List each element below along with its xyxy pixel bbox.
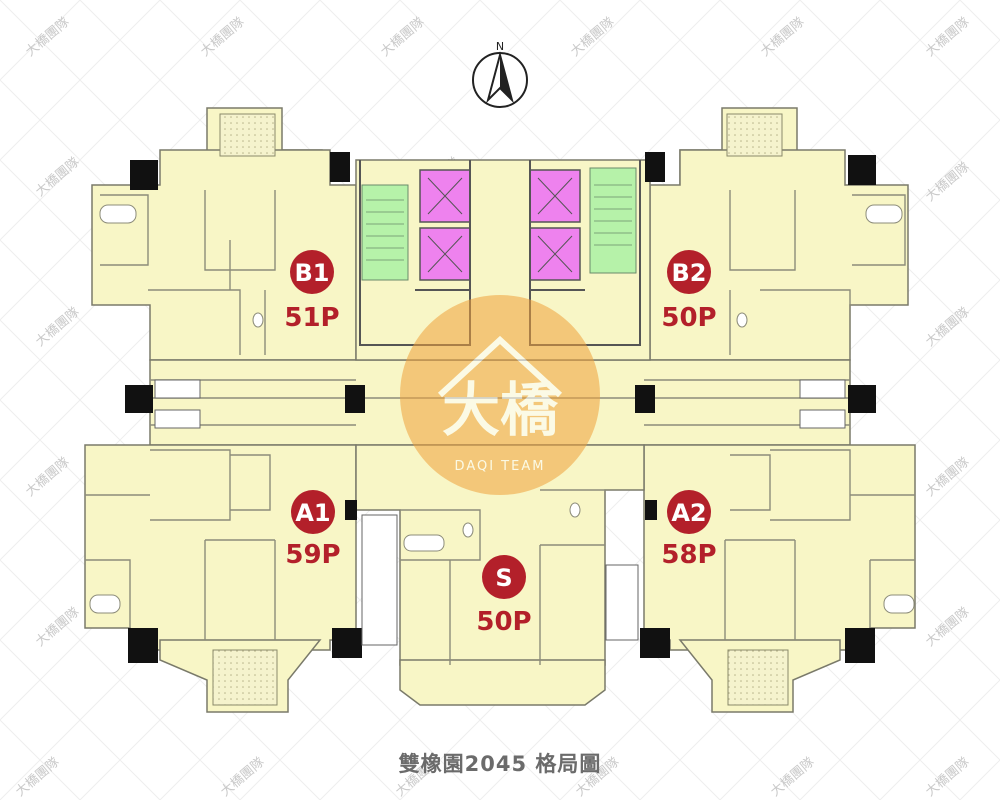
daqi-logo: 大橋 DAQI TEAM <box>400 295 600 495</box>
unit-name: B1 <box>295 259 330 287</box>
structural-column <box>345 385 365 413</box>
columns <box>125 152 876 663</box>
structural-column <box>128 628 158 663</box>
unit-name: A2 <box>671 499 706 527</box>
structural-column <box>332 628 362 658</box>
unit-badge <box>667 490 711 534</box>
unit-a1[interactable]: A1 59P <box>285 490 341 570</box>
compass-north-label: N <box>496 40 504 53</box>
unit-size: 50P <box>476 607 531 637</box>
stair-right <box>589 167 637 274</box>
plan-caption: 雙橡園2045 格局圖 <box>398 752 602 776</box>
structural-column <box>848 385 876 413</box>
structural-column <box>640 628 670 658</box>
structural-column <box>645 500 657 520</box>
elevator-cross <box>427 235 463 273</box>
unit-name: B2 <box>672 259 707 287</box>
unit-badge <box>482 555 526 599</box>
unit-s[interactable]: S 50P <box>476 555 532 637</box>
structural-column <box>645 152 665 182</box>
structural-column <box>125 385 153 413</box>
logo-mark: 大橋 <box>442 376 559 444</box>
structural-column <box>345 500 357 520</box>
structural-column <box>130 160 158 190</box>
structural-column <box>848 155 876 185</box>
unit-size: 59P <box>285 540 340 570</box>
fixtures <box>89 204 915 614</box>
unit-badge <box>290 250 334 294</box>
unit-size: 50P <box>661 303 716 333</box>
balcony-planters <box>212 113 789 706</box>
structural-column <box>330 152 350 182</box>
unit-b2[interactable]: B2 50P <box>661 250 717 333</box>
unit-b1[interactable]: B1 51P <box>284 250 340 333</box>
elevators <box>419 169 581 281</box>
unit-name: S <box>495 564 512 592</box>
unit-size: 51P <box>284 303 339 333</box>
unit-a2[interactable]: A2 58P <box>661 490 717 570</box>
logo-subtitle: DAQI TEAM <box>455 459 546 474</box>
unit-name: A1 <box>295 499 330 527</box>
elevator-cross <box>537 177 573 215</box>
windows <box>154 379 846 646</box>
north-compass: N <box>472 40 528 108</box>
unit-badge <box>667 250 711 294</box>
structural-column <box>845 628 875 663</box>
elevator-cross <box>427 177 463 215</box>
unit-badge <box>291 490 335 534</box>
structural-column <box>635 385 655 413</box>
unit-size: 58P <box>661 540 716 570</box>
elevator-cross <box>537 235 573 273</box>
stair-left <box>361 184 409 281</box>
